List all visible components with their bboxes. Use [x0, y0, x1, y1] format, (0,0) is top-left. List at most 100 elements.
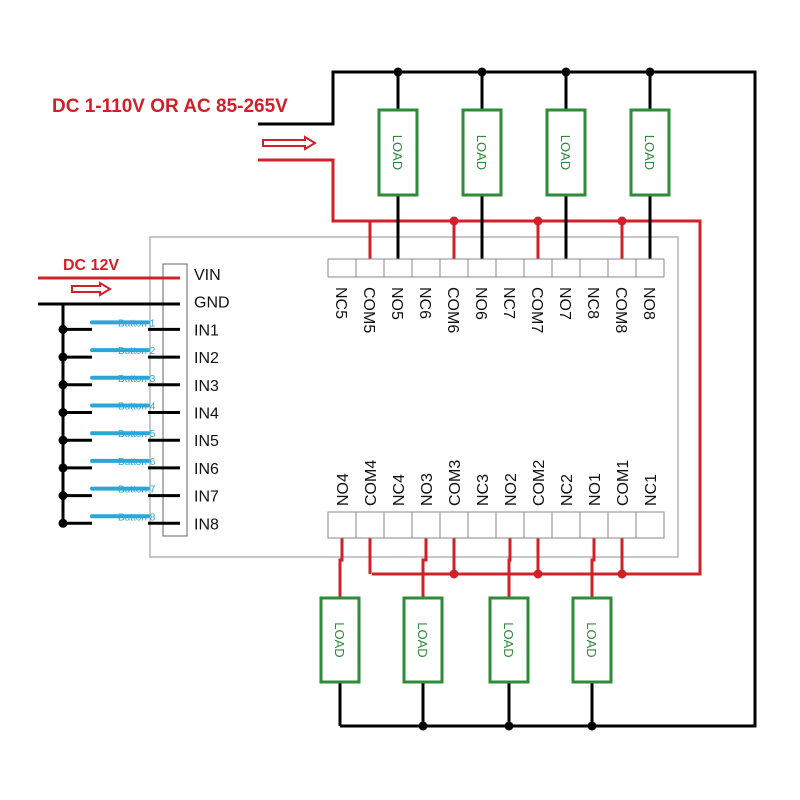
- junction-red-top-8: [617, 216, 627, 226]
- mains-supply-label: DC 1-110V OR AC 85-265V: [52, 96, 288, 117]
- junction-red-bottom-3: [449, 569, 459, 579]
- terminal-label-no7: NO7: [556, 287, 573, 320]
- terminal-label-no3: NO3: [419, 473, 436, 506]
- junction-gnd-5: [58, 435, 68, 445]
- input-pin-label-vin: VIN: [194, 267, 221, 284]
- terminal-com6: [439, 258, 469, 278]
- junction-red-bottom-2: [533, 569, 543, 579]
- terminal-label-com3: COM3: [447, 460, 464, 506]
- load-label-top-8: LOAD: [642, 135, 657, 170]
- terminal-com3: [439, 511, 469, 539]
- load-label-bottom-2: LOAD: [501, 622, 516, 657]
- load-label-top-6: LOAD: [474, 135, 489, 170]
- load-top-8: [629, 108, 671, 197]
- terminal-label-com2: COM2: [531, 460, 548, 506]
- terminal-label-nc5: NC5: [332, 287, 349, 319]
- load-label-bottom-3: LOAD: [415, 622, 430, 657]
- button-label-1: Button 1: [118, 318, 156, 329]
- junction-gnd-8: [58, 518, 68, 528]
- terminal-com1: [607, 511, 637, 539]
- terminal-label-no6: NO6: [472, 287, 489, 320]
- button-label-2: Button 2: [118, 346, 156, 357]
- terminal-nc8: [579, 258, 609, 278]
- wires: [38, 67, 757, 731]
- input-pin-label-in4: IN4: [194, 406, 219, 423]
- no-wire-bottom-1: [590, 538, 596, 598]
- load-top-6: [461, 108, 503, 197]
- terminal-label-no8: NO8: [640, 287, 657, 320]
- load-bottom-1: [571, 596, 613, 684]
- input-pin-label-in5: IN5: [194, 433, 219, 450]
- load-top-5: [377, 108, 419, 197]
- junction-gnd-2: [58, 352, 68, 362]
- relay-terminals: [327, 258, 665, 539]
- button-label-3: Button 3: [118, 374, 156, 385]
- terminal-label-com1: COM1: [615, 460, 632, 506]
- terminal-label-com5: COM5: [360, 287, 377, 333]
- terminal-label-com8: COM8: [612, 287, 629, 333]
- terminal-nc3: [467, 511, 497, 539]
- terminal-label-nc3: NC3: [475, 474, 492, 506]
- load-top-7: [545, 108, 587, 197]
- terminal-no3: [411, 511, 441, 539]
- input-pin-label-in8: IN8: [194, 516, 219, 533]
- relay-board: [149, 236, 679, 558]
- terminal-com4: [355, 511, 385, 539]
- terminal-com2: [523, 511, 553, 539]
- terminal-no4: [327, 511, 357, 539]
- mains-arrow: [262, 135, 317, 151]
- junction-gnd-6: [58, 463, 68, 473]
- load-bottom-2: [488, 596, 530, 684]
- input-pin-label-gnd: GND: [194, 295, 230, 312]
- terminal-label-com7: COM7: [528, 287, 545, 333]
- load-bottom-3: [402, 596, 444, 684]
- terminal-nc2: [551, 511, 581, 539]
- dc-12v-supply-label: DC 12V: [63, 257, 119, 274]
- terminal-nc5: [327, 258, 357, 278]
- junction-black-top-5: [393, 67, 403, 77]
- terminal-com8: [607, 258, 637, 278]
- junction-gnd-1: [58, 324, 68, 334]
- junction-red-top-6: [449, 216, 459, 226]
- terminal-label-no4: NO4: [335, 473, 352, 506]
- terminal-no6: [467, 258, 497, 278]
- input-pin-label-in3: IN3: [194, 378, 219, 395]
- terminal-label-nc8: NC8: [584, 287, 601, 319]
- no-wire-bottom-4: [338, 538, 344, 598]
- terminal-label-nc1: NC1: [643, 474, 660, 506]
- load-bottom-4: [319, 596, 361, 684]
- junction-red-bottom-1: [617, 569, 627, 579]
- button-label-5: Button 5: [118, 429, 156, 440]
- input-pin-label-in6: IN6: [194, 461, 219, 478]
- no-wire-bottom-2: [507, 538, 512, 598]
- terminal-no7: [551, 258, 581, 278]
- terminal-com5: [355, 258, 385, 278]
- mains-line-wire: [258, 158, 702, 576]
- board-outline: [149, 236, 679, 558]
- button-label-6: Button 6: [118, 457, 156, 468]
- input-terminal-strip: [162, 263, 188, 537]
- terminal-no5: [383, 258, 413, 278]
- terminal-nc1: [635, 511, 665, 539]
- button-label-4: Button 4: [118, 402, 156, 413]
- terminal-label-nc2: NC2: [559, 474, 576, 506]
- junction-gnd-3: [58, 380, 68, 390]
- terminal-label-nc7: NC7: [500, 287, 517, 319]
- load-label-bottom-1: LOAD: [584, 622, 599, 657]
- junction-black-top-7: [561, 67, 571, 77]
- terminal-nc4: [383, 511, 413, 539]
- terminal-label-com6: COM6: [444, 287, 461, 333]
- input-pin-label-in7: IN7: [194, 489, 219, 506]
- no-wire-bottom-3: [421, 538, 428, 598]
- terminal-label-nc6: NC6: [416, 287, 433, 319]
- junction-gnd-4: [58, 408, 68, 417]
- button-label-7: Button 7: [118, 485, 156, 496]
- terminal-nc6: [411, 258, 441, 278]
- terminal-label-no5: NO5: [388, 287, 405, 320]
- junction-black-top-8: [645, 67, 655, 77]
- terminal-no2: [495, 511, 525, 539]
